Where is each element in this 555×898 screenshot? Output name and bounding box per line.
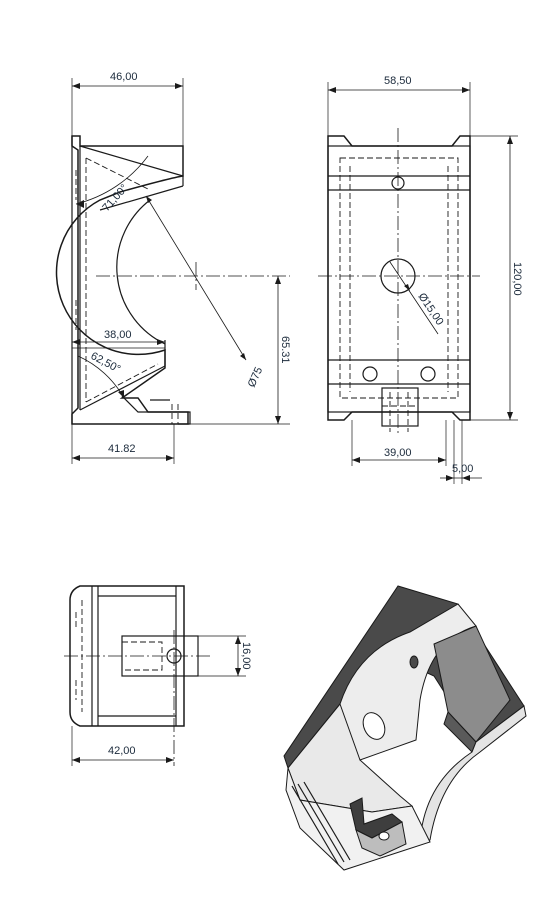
front-view: 58,50 120,00 Ø15,00 39,00 5,00 — [318, 75, 523, 484]
dim-side-height-to-center: 65.31 — [279, 336, 291, 364]
dim-side-bottom-length: 41.82 — [108, 443, 136, 455]
side-view-outline — [55, 135, 189, 425]
top-view: 42,00 16,00 — [64, 585, 252, 766]
dim-side-angle-lower: 62,50° — [89, 350, 123, 376]
dim-side-width-top: 46,00 — [110, 71, 138, 83]
iso-pocket — [433, 625, 511, 743]
dim-top-width: 42,00 — [108, 745, 136, 757]
dim-top-tab-height: 16,00 — [240, 642, 252, 670]
iso-right-band — [419, 705, 527, 843]
side-view: 46,00 41.82 38,00 71,00° 62,50° Ø75 65.3… — [55, 71, 291, 464]
dim-side-inner-offset: 38,00 — [104, 329, 132, 341]
dim-front-hole-diameter: Ø15,00 — [416, 291, 446, 328]
top-view-outline — [69, 585, 185, 727]
dim-side-arc-diameter: Ø75 — [246, 365, 265, 389]
dim-front-total-height: 120,00 — [511, 262, 523, 296]
front-view-outline — [327, 135, 471, 421]
iso-hole-small — [409, 655, 419, 669]
iso-view — [283, 585, 527, 871]
dim-front-tab-offset: 39,00 — [384, 447, 412, 459]
iso-hole-large — [362, 712, 386, 740]
dim-front-tab-width: 5,00 — [452, 463, 473, 475]
dim-front-width-top: 58,50 — [384, 75, 412, 87]
iso-tab-hole — [378, 831, 390, 841]
